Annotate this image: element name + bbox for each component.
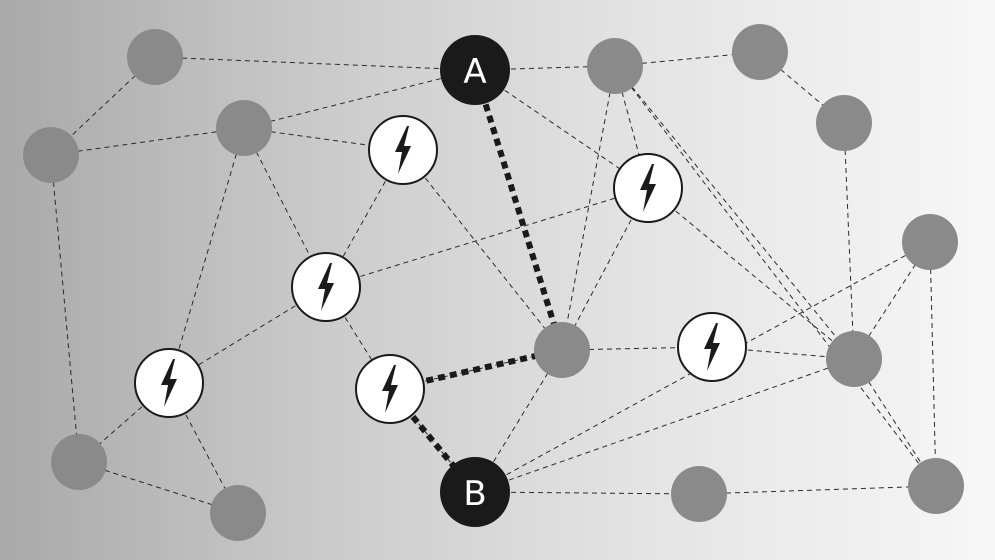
edge-g3-h2	[243, 127, 327, 288]
endpoint-label: B	[463, 474, 486, 514]
gray-node-circle	[816, 95, 872, 151]
gray-node-circle	[534, 322, 590, 378]
path-segment-A-g6	[472, 69, 565, 351]
gray-node-circle	[902, 214, 958, 270]
edge-g2-g3	[50, 127, 245, 156]
lightning-bolt-icon	[640, 164, 656, 212]
endpoint-circle	[440, 457, 510, 527]
network-node-g7	[816, 95, 872, 151]
lightning-bolt-icon	[318, 263, 334, 311]
network-node-g6	[534, 322, 590, 378]
network-node-g12	[51, 434, 107, 490]
edge-g7-g8	[843, 122, 855, 360]
edge-B-g10	[474, 241, 931, 493]
edge-g11-g9	[698, 485, 937, 495]
edge-g6-h6	[561, 346, 713, 351]
edge-g4-g8	[614, 65, 855, 360]
edge-g4-g6	[561, 65, 616, 351]
edge-h5-g8	[647, 187, 855, 360]
network-node-g11	[671, 466, 727, 522]
network-node-g4	[587, 38, 643, 94]
network-node-g1	[127, 29, 183, 85]
hazard-node-h3	[134, 348, 204, 418]
edge-g3-A	[243, 69, 476, 129]
lightning-bolt-icon	[161, 359, 177, 407]
gray-node-circle	[826, 331, 882, 387]
gray-node-circle	[587, 38, 643, 94]
edge-h1-g6	[402, 149, 563, 351]
gray-node-circle	[732, 24, 788, 80]
hazard-node-h2	[291, 252, 361, 322]
network-node-g2	[23, 127, 79, 183]
lightning-bolt-icon	[704, 323, 720, 371]
gray-node-circle	[51, 434, 107, 490]
network-node-g10	[902, 214, 958, 270]
edge-h2-h5	[325, 187, 649, 288]
gray-node-circle	[23, 127, 79, 183]
edge-h3-g13	[168, 382, 239, 514]
edge-g10-g9	[929, 241, 937, 487]
edge-B-g8	[474, 358, 855, 493]
edge-g3-h3	[168, 127, 245, 384]
endpoint-node-A: A	[440, 35, 510, 105]
edge-g1-A	[154, 56, 476, 71]
endpoint-label: A	[463, 52, 486, 92]
hazard-node-h4	[355, 354, 425, 424]
gray-node-circle	[127, 29, 183, 85]
gray-node-circle	[216, 100, 272, 156]
network-node-g8	[826, 331, 882, 387]
nodes-layer: AB	[23, 24, 964, 541]
lightning-bolt-icon	[382, 365, 398, 413]
edge-g8-g9	[853, 358, 937, 487]
gray-node-circle	[908, 458, 964, 514]
lightning-bolt-icon	[395, 126, 411, 174]
hazard-node-h5	[613, 153, 683, 223]
edge-B-g11	[474, 491, 700, 495]
network-node-g3	[216, 100, 272, 156]
endpoint-node-B: B	[440, 457, 510, 527]
gray-node-circle	[671, 466, 727, 522]
network-node-g5	[732, 24, 788, 80]
hazard-node-h1	[368, 115, 438, 185]
endpoint-circle	[440, 35, 510, 105]
network-node-g13	[210, 485, 266, 541]
gray-node-circle	[210, 485, 266, 541]
edge-g2-g12	[50, 154, 80, 463]
hazard-node-h6	[677, 312, 747, 382]
edge-g4-g9	[614, 65, 937, 487]
network-node-g9	[908, 458, 964, 514]
